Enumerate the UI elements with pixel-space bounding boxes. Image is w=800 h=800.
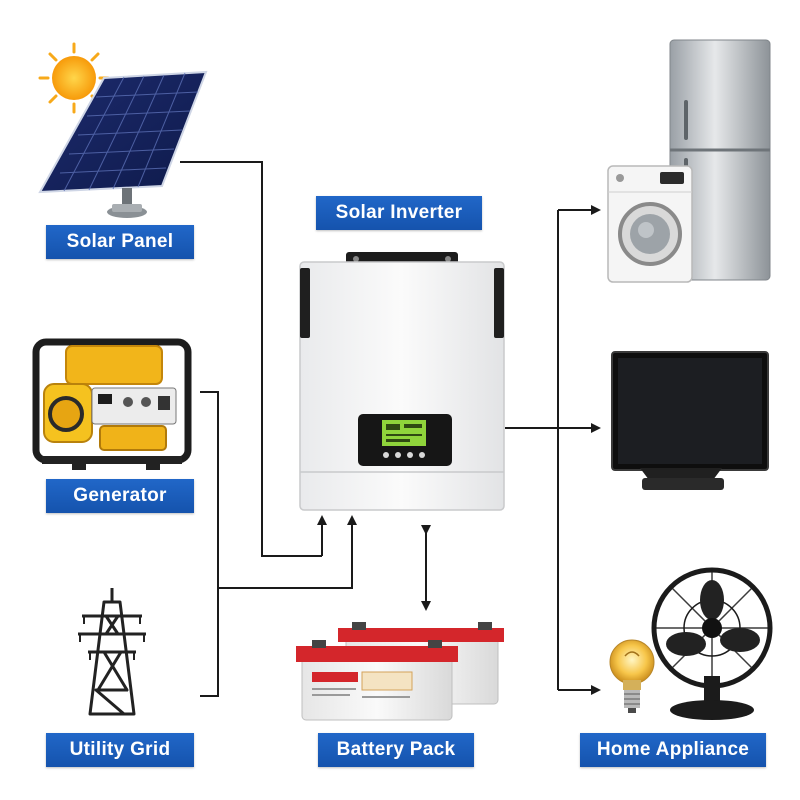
home-appliance-label: Home Appliance bbox=[580, 733, 766, 767]
generator-label: Generator bbox=[46, 479, 194, 513]
generator-icon bbox=[32, 338, 192, 470]
battery-pack-label: Battery Pack bbox=[318, 733, 474, 767]
connection-lines bbox=[180, 161, 601, 697]
utility-tower-icon bbox=[78, 588, 146, 716]
tv-icon bbox=[611, 351, 769, 490]
fan-icon bbox=[651, 567, 773, 720]
light-bulb-icon bbox=[609, 639, 655, 713]
solar-panel-icon bbox=[38, 70, 208, 218]
solar-panel-label: Solar Panel bbox=[46, 225, 194, 259]
utility-grid-label: Utility Grid bbox=[46, 733, 194, 767]
line-grid-to-inverter bbox=[218, 515, 357, 589]
solar-inverter-device bbox=[299, 252, 505, 511]
line-solar-to-inverter bbox=[180, 161, 322, 557]
line-generator bbox=[200, 391, 219, 697]
solar-inverter-label: Solar Inverter bbox=[316, 196, 482, 230]
washing-machine-icon bbox=[607, 165, 693, 283]
battery-pack-icon bbox=[296, 622, 504, 721]
